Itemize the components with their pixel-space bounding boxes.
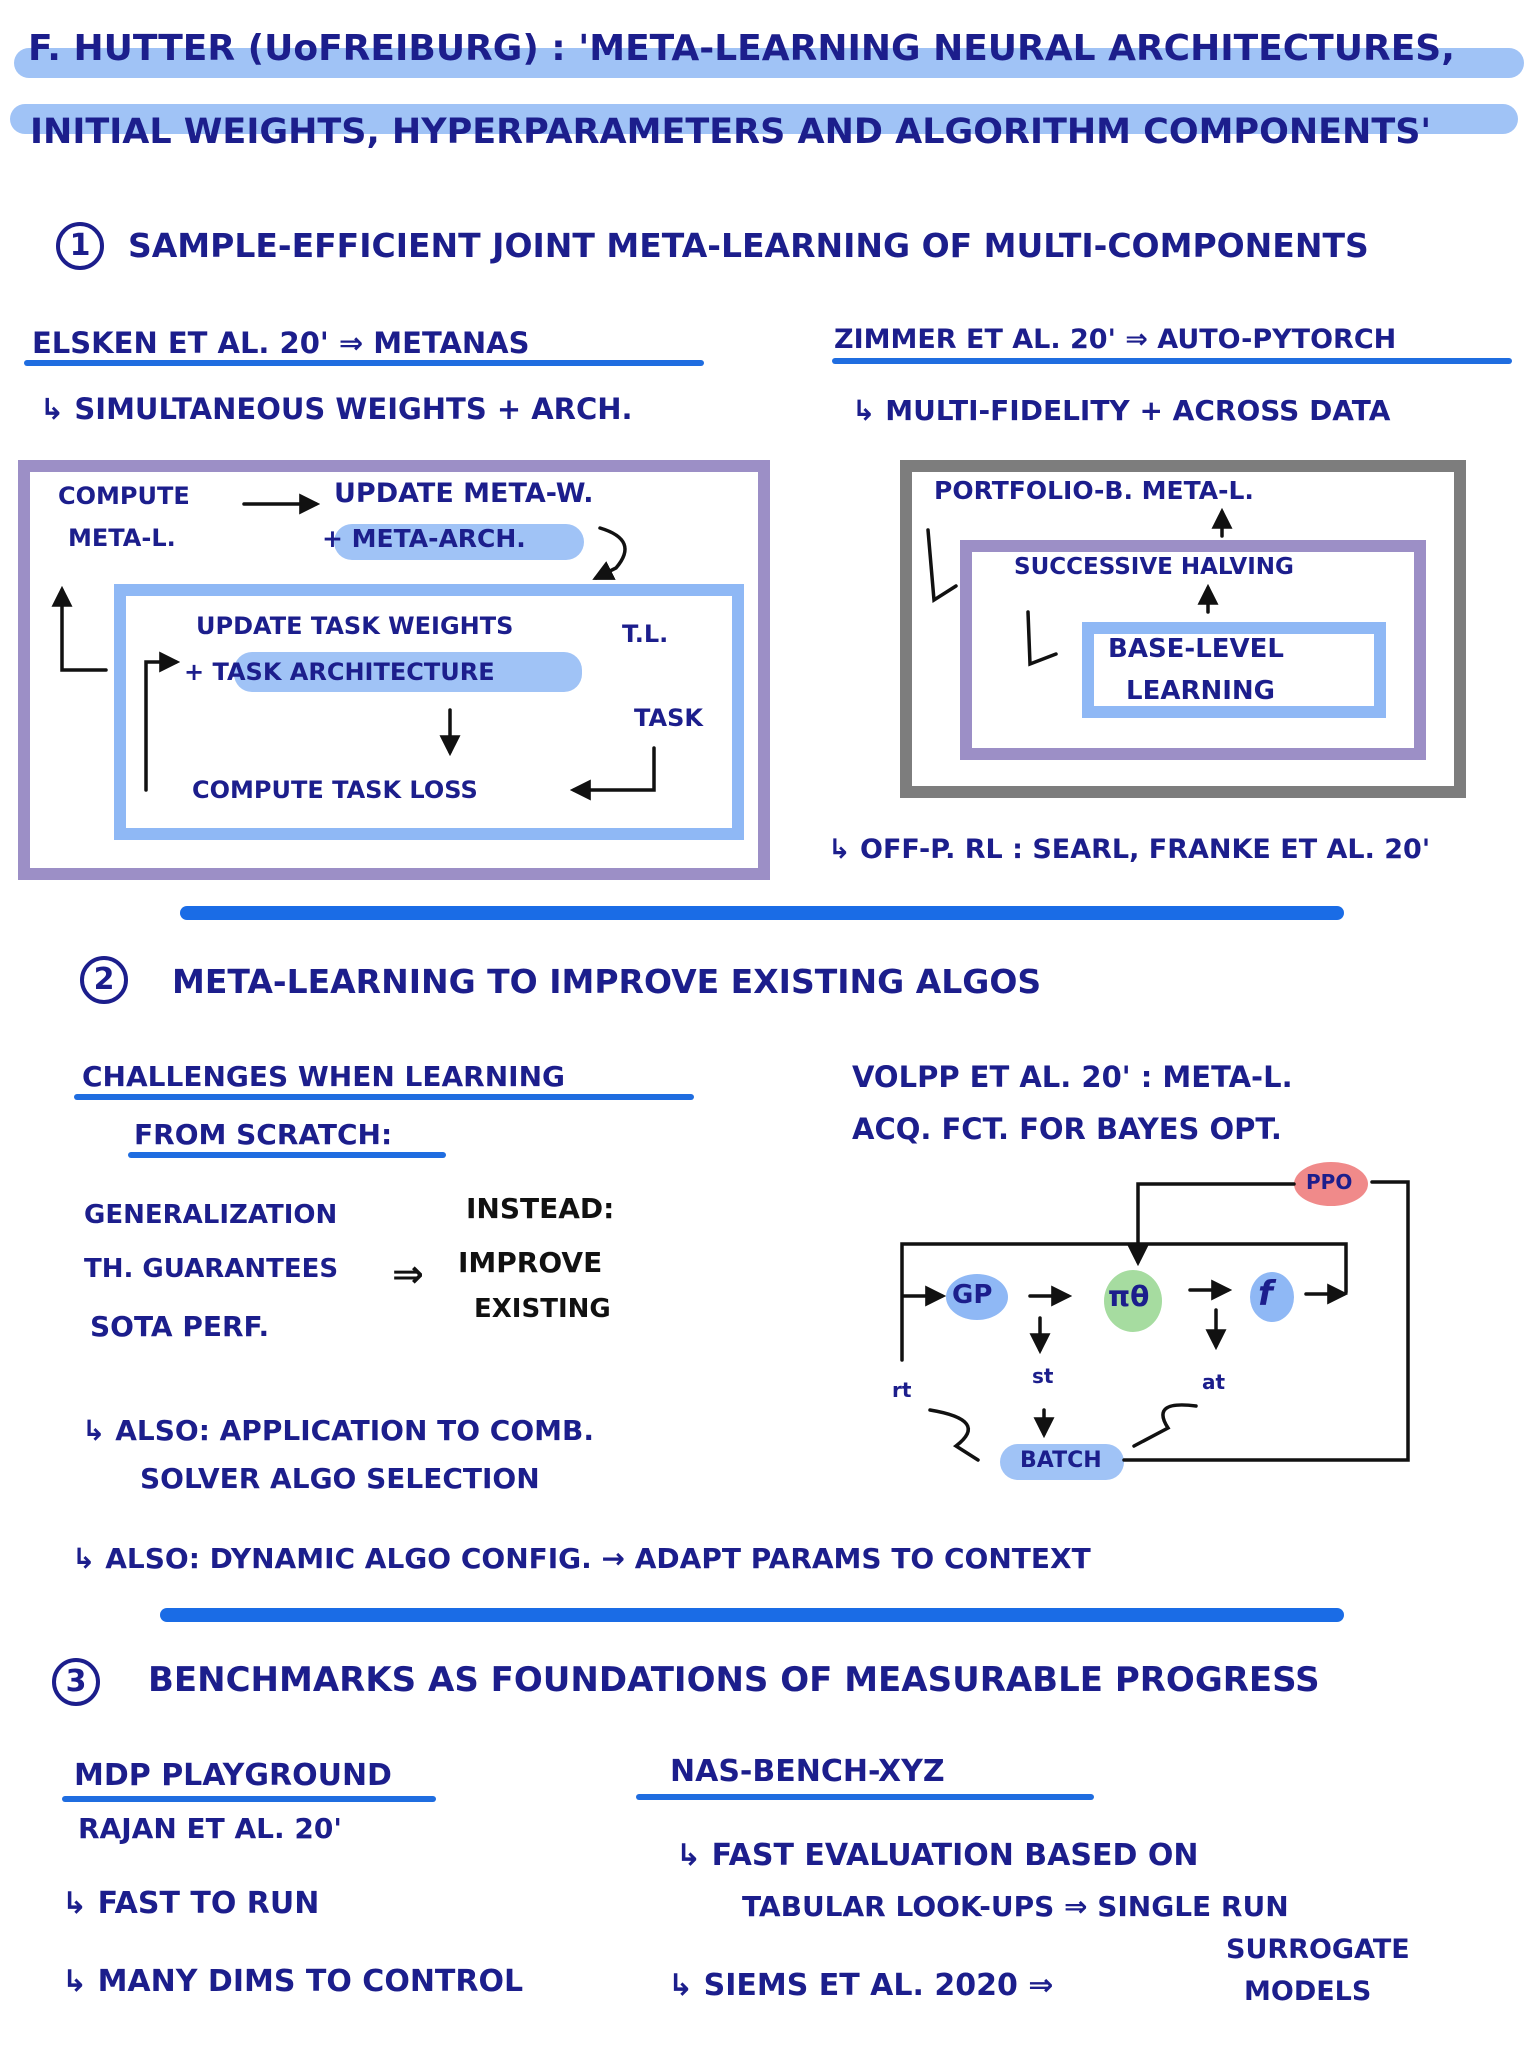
f-label: f — [1258, 1274, 1273, 1314]
f-highlight — [1250, 1272, 1294, 1322]
challenge-sota-perf: SOTA PERF. — [90, 1310, 270, 1343]
bo-at-to-batch — [1132, 1403, 1198, 1448]
ppo-highlight — [1294, 1162, 1368, 1206]
mdp-many-dims: ↳ MANY DIMS TO CONTROL — [62, 1964, 524, 1999]
ppo-label: PPO — [1306, 1170, 1353, 1194]
instead-label: INSTEAD: — [466, 1192, 615, 1225]
portfolio-label: PORTFOLIO-B. META-L. — [934, 476, 1254, 505]
hook-portfolio — [926, 528, 958, 604]
meta-arch-label: + META-ARCH. — [322, 524, 526, 553]
arrow-into-task-update — [144, 651, 181, 792]
nas-fast-evaluation-1: ↳ FAST EVALUATION BASED ON — [676, 1838, 1199, 1873]
volpp-reference-2: ACQ. FCT. FOR BAYES OPT. — [852, 1112, 1282, 1146]
challenge-generalization: GENERALIZATION — [84, 1200, 338, 1230]
successive-halving-label: SUCCESSIVE HALVING — [1014, 554, 1294, 580]
title-line-2: INITIAL WEIGHTS, HYPERPARAMETERS AND ALG… — [30, 112, 1432, 152]
section-2-heading: META-LEARNING TO IMPROVE EXISTING ALGOS — [172, 962, 1042, 1001]
arrow-task-to-loss — [569, 746, 656, 801]
mdp-playground-reference: RAJAN ET AL. 20' — [78, 1812, 342, 1845]
base-level-label: BASE-LEVEL — [1108, 634, 1284, 664]
rt-label: rt — [892, 1378, 912, 1402]
bo-loop-top — [1122, 1180, 1410, 1462]
policy-label: πθ — [1108, 1280, 1150, 1313]
autopytorch-note: ↳ MULTI-FIDELITY + ACROSS DATA — [852, 394, 1391, 427]
successive-halving-box — [960, 540, 1426, 760]
also-dynamic-config: ↳ ALSO: DYNAMIC ALGO CONFIG. → ADAPT PAR… — [72, 1542, 1091, 1575]
existing-label: EXISTING — [474, 1294, 611, 1324]
nas-models-label: MODELS — [1244, 1976, 1372, 2007]
mdp-playground-title: MDP PLAYGROUND — [74, 1758, 392, 1793]
bo-rt-to-batch — [928, 1408, 980, 1462]
section-separator-1 — [180, 906, 1344, 920]
autopytorch-reference: ZIMMER ET AL. 20' ⇒ AUTO-PYTORCH — [834, 324, 1397, 355]
challenges-underline-2 — [128, 1152, 446, 1158]
challenges-heading-1: CHALLENGES WHEN LEARNING — [82, 1060, 566, 1093]
policy-highlight — [1104, 1270, 1162, 1332]
autopytorch-underline — [832, 358, 1512, 364]
section-separator-2 — [160, 1608, 1344, 1622]
meta-arch-highlight — [334, 524, 584, 560]
also-comb-solver-2: SOLVER ALGO SELECTION — [140, 1462, 540, 1495]
bo-top-line — [900, 1242, 1348, 1362]
portfolio-outer-box — [900, 460, 1466, 798]
improve-label: IMPROVE — [458, 1246, 603, 1279]
nas-bench-title: NAS-BENCH-XYZ — [670, 1754, 945, 1789]
task-architecture-label: + TASK ARCHITECTURE — [184, 658, 495, 686]
challenges-heading-2: FROM SCRATCH: — [134, 1118, 393, 1151]
section-3-number: 3 — [52, 1658, 100, 1706]
nas-fast-evaluation-2: TABULAR LOOK-UPS ⇒ SINGLE RUN — [742, 1890, 1289, 1923]
batch-highlight — [1000, 1444, 1124, 1480]
base-level-box — [1082, 622, 1386, 718]
implies-arrow: ⇒ — [392, 1252, 424, 1296]
mdp-playground-underline — [62, 1796, 436, 1802]
arrow-loop-to-compute — [51, 585, 108, 672]
nas-surrogate-label: SURROGATE — [1226, 1934, 1410, 1965]
compute-task-loss-label: COMPUTE TASK LOSS — [192, 776, 478, 804]
challenges-underline-1 — [74, 1094, 694, 1100]
at-label: at — [1202, 1370, 1226, 1394]
metanas-outer-box — [18, 460, 770, 880]
gp-highlight — [946, 1274, 1008, 1320]
update-task-weights-label: UPDATE TASK WEIGHTS — [196, 612, 514, 640]
title-line-1: F. HUTTER (UoFREIBURG) : 'META-LEARNING … — [28, 28, 1455, 69]
gp-label: GP — [952, 1280, 993, 1310]
st-label: st — [1032, 1364, 1054, 1388]
mdp-fast-to-run: ↳ FAST TO RUN — [62, 1886, 320, 1921]
off-policy-rl-note: ↳ OFF-P. RL : SEARL, FRANKE ET AL. 20' — [828, 834, 1431, 865]
metanas-inner-box — [114, 584, 744, 840]
arrow-meta-arch-curl — [592, 526, 627, 580]
metanas-note: ↳ SIMULTANEOUS WEIGHTS + ARCH. — [40, 392, 633, 426]
tl-label: T.L. — [622, 620, 669, 648]
bo-ppo-to-policy — [1127, 1182, 1296, 1267]
task-label: TASK — [634, 704, 703, 732]
metanas-underline — [24, 360, 704, 366]
also-comb-solver-1: ↳ ALSO: APPLICATION TO COMB. — [82, 1414, 594, 1447]
volpp-reference-1: VOLPP ET AL. 20' : META-L. — [852, 1060, 1293, 1094]
section-3-heading: BENCHMARKS AS FOUNDATIONS OF MEASURABLE … — [148, 1660, 1320, 1700]
batch-label: BATCH — [1020, 1448, 1102, 1473]
title-highlight-1 — [14, 48, 1524, 78]
task-architecture-highlight — [234, 652, 582, 692]
hook-successive — [1026, 610, 1058, 667]
learning-label: LEARNING — [1126, 676, 1276, 706]
section-1-number: 1 — [56, 222, 104, 270]
nas-siems-reference: ↳ SIEMS ET AL. 2020 ⇒ — [668, 1968, 1054, 2003]
metanas-reference: ELSKEN ET AL. 20' ⇒ METANAS — [32, 326, 530, 360]
challenge-guarantees: TH. GUARANTEES — [84, 1254, 339, 1284]
compute-meta-label: COMPUTE — [58, 482, 190, 510]
section-1-heading: SAMPLE-EFFICIENT JOINT META-LEARNING OF … — [128, 226, 1369, 265]
section-2-number: 2 — [80, 956, 128, 1004]
meta-l-label: META-L. — [68, 524, 176, 552]
nas-bench-underline — [636, 1794, 1094, 1800]
title-highlight-2 — [10, 104, 1518, 134]
update-meta-w-label: UPDATE META-W. — [334, 478, 594, 509]
